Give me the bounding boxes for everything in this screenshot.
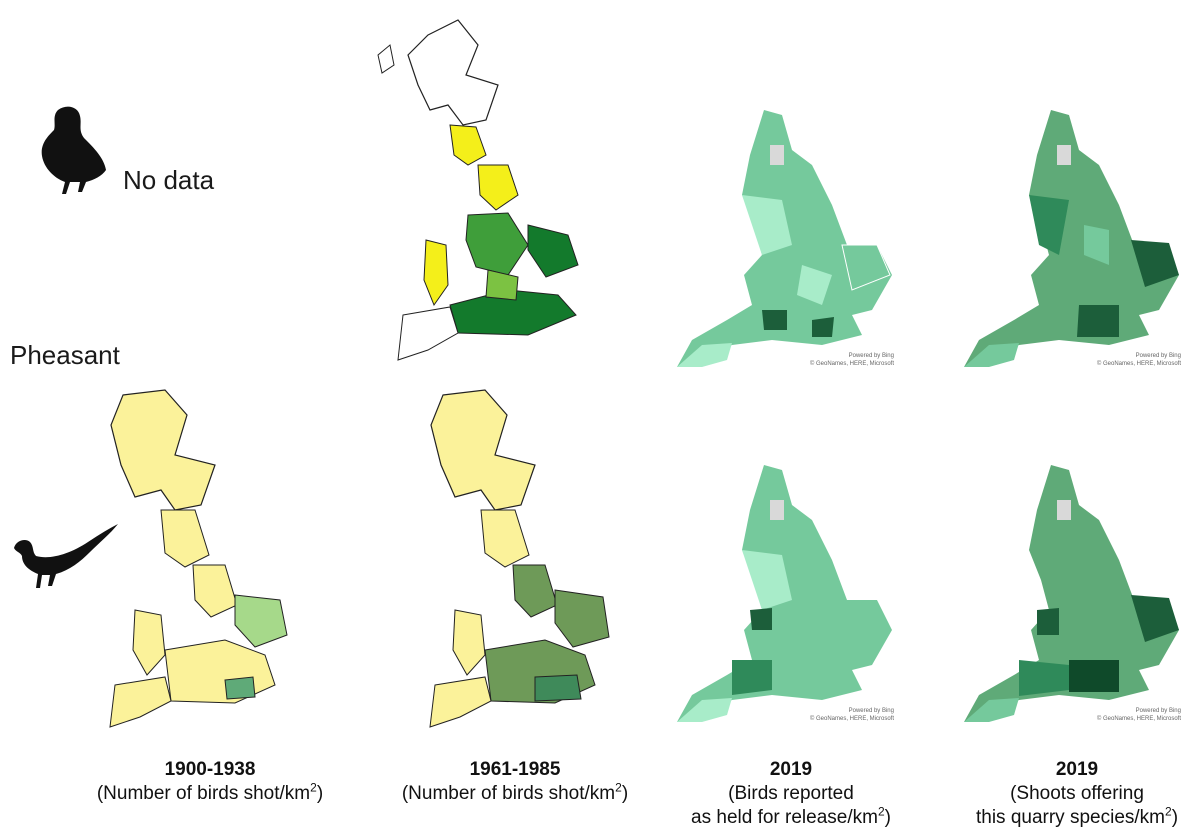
map-credit-line1: Powered by Bing (849, 708, 894, 714)
caption-desc: (Number of birds shot/km (96, 783, 311, 804)
map-panel-pheasant-2019-shoots: Powered by Bing © GeoNames, HERE, Micros… (958, 460, 1190, 728)
caption-desc-line1: (Birds reported (728, 783, 854, 804)
caption-year: 2019 (769, 759, 813, 780)
map-credit-line2: © GeoNames, HERE, Microsoft (810, 715, 894, 722)
gb-map-partridge-1961-1985 (377, 19, 579, 361)
caption-desc-end: ) (1171, 807, 1179, 828)
england-map-partridge-2019-shoots: Powered by Bing © GeoNames, HERE, Micros… (964, 110, 1181, 367)
caption-year: 1961-1985 (469, 759, 561, 780)
no-data-label: No data (123, 165, 215, 195)
map-panel-pheasant-1961-1985 (395, 385, 635, 735)
caption-desc-line1: (Shoots offering (1010, 783, 1144, 804)
map-credit-line1: Powered by Bing (1136, 353, 1181, 359)
map-credit-line2: © GeoNames, HERE, Microsoft (1097, 360, 1181, 367)
pheasant-row-label: Pheasant (10, 340, 120, 370)
caption-2019-shoots: 2019 (Shoots offering this quarry specie… (950, 758, 1204, 830)
england-map-pheasant-2019-shoots: Powered by Bing © GeoNames, HERE, Micros… (964, 465, 1181, 722)
caption-2019-release: 2019 (Birds reported as held for release… (666, 758, 916, 830)
map-panel-pheasant-2019-release: Powered by Bing © GeoNames, HERE, Micros… (672, 460, 902, 728)
caption-desc-line2: this quarry species/km (975, 807, 1165, 828)
gb-map-pheasant-1961-1985 (429, 389, 610, 728)
map-panel-partridge-2019-shoots: Powered by Bing © GeoNames, HERE, Micros… (958, 105, 1190, 373)
caption-1961-1985: 1961-1985 (Number of birds shot/km2) (375, 758, 655, 806)
map-panel-pheasant-1900-1938 (75, 385, 315, 735)
caption-desc: (Number of birds shot/km (401, 783, 616, 804)
map-panel-partridge-2019-release: Powered by Bing © GeoNames, HERE, Micros… (672, 105, 902, 373)
caption-1900-1938: 1900-1938 (Number of birds shot/km2) (70, 758, 350, 806)
map-credit-line1: Powered by Bing (849, 353, 894, 359)
caption-sup: 2 (310, 780, 317, 795)
caption-desc-end: ) (316, 783, 324, 804)
england-map-pheasant-2019-release: Powered by Bing © GeoNames, HERE, Micros… (677, 465, 894, 722)
caption-desc-end: ) (884, 807, 891, 828)
partridge-silhouette-icon (41, 106, 106, 194)
pheasant-silhouette-icon (14, 524, 118, 588)
gb-map-pheasant-1900-1938 (109, 389, 288, 728)
partridge-row: No data (20, 95, 280, 205)
caption-sup: 2 (615, 780, 622, 795)
caption-sup: 2 (1165, 804, 1172, 819)
caption-year: 2019 (1055, 759, 1099, 780)
caption-desc-line2: as held for release/km (691, 807, 878, 828)
map-credit-line1: Powered by Bing (1136, 708, 1181, 714)
map-credit-line2: © GeoNames, HERE, Microsoft (810, 360, 894, 367)
caption-sup: 2 (877, 804, 885, 819)
england-map-partridge-2019-release: Powered by Bing © GeoNames, HERE, Micros… (677, 110, 894, 367)
caption-desc-end: ) (621, 783, 629, 804)
caption-year: 1900-1938 (164, 759, 256, 780)
map-credit-line2: © GeoNames, HERE, Microsoft (1097, 715, 1181, 722)
map-panel-partridge-1961-1985 (368, 15, 608, 365)
